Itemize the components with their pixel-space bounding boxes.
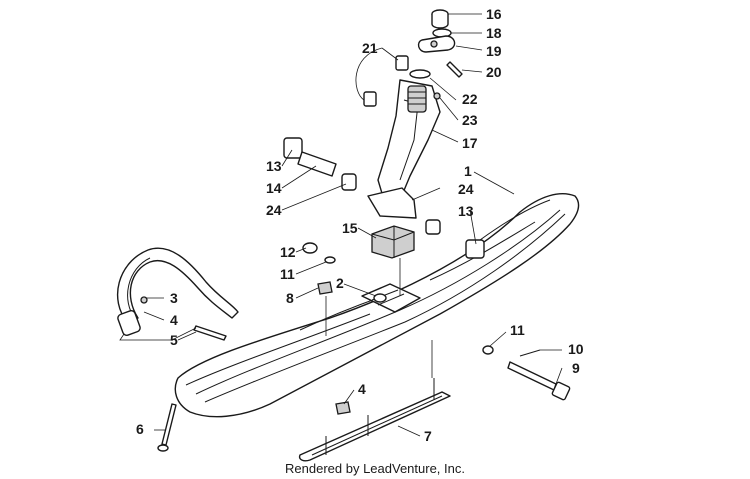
callout-3: 3 (170, 290, 178, 306)
callout-11: 11 (510, 322, 525, 338)
callout-1: 1 (464, 163, 472, 179)
callout-22: 22 (462, 91, 478, 107)
ski (174, 193, 580, 418)
ski-saddle (371, 225, 415, 259)
callout-24: 24 (458, 181, 474, 197)
callout-12: 12 (280, 244, 296, 260)
callout-9: 9 (572, 360, 580, 376)
leader-lines (119, 13, 563, 437)
callout-16: 16 (486, 6, 502, 22)
callout-20: 20 (486, 64, 502, 80)
ski-handle-loop (116, 247, 239, 336)
callout-15: 15 (342, 220, 358, 236)
callout-10: 10 (568, 341, 584, 357)
hardware (157, 9, 571, 452)
callout-18: 18 (486, 25, 502, 41)
callout-4: 4 (170, 312, 178, 328)
callout-13: 13 (266, 158, 282, 174)
callout-14: 14 (266, 180, 282, 196)
callout-11: 11 (280, 266, 295, 282)
callout-17: 17 (462, 135, 478, 151)
callout-6: 6 (136, 421, 144, 437)
callout-labels: 16 18 19 20 21 22 23 17 13 14 24 1 24 13… (136, 6, 584, 444)
callout-21: 21 (362, 40, 378, 56)
callout-8: 8 (286, 290, 294, 306)
callout-13: 13 (458, 203, 474, 219)
callout-24: 24 (266, 202, 282, 218)
callout-2: 2 (336, 275, 344, 291)
rendered-by-credit: Rendered by LeadVenture, Inc. (285, 461, 465, 476)
callout-23: 23 (462, 112, 478, 128)
spindle (367, 79, 441, 219)
callout-19: 19 (486, 43, 502, 59)
callout-5: 5 (170, 332, 178, 348)
callout-7: 7 (424, 428, 432, 444)
callout-4: 4 (358, 381, 366, 397)
wear-bar (298, 378, 451, 462)
